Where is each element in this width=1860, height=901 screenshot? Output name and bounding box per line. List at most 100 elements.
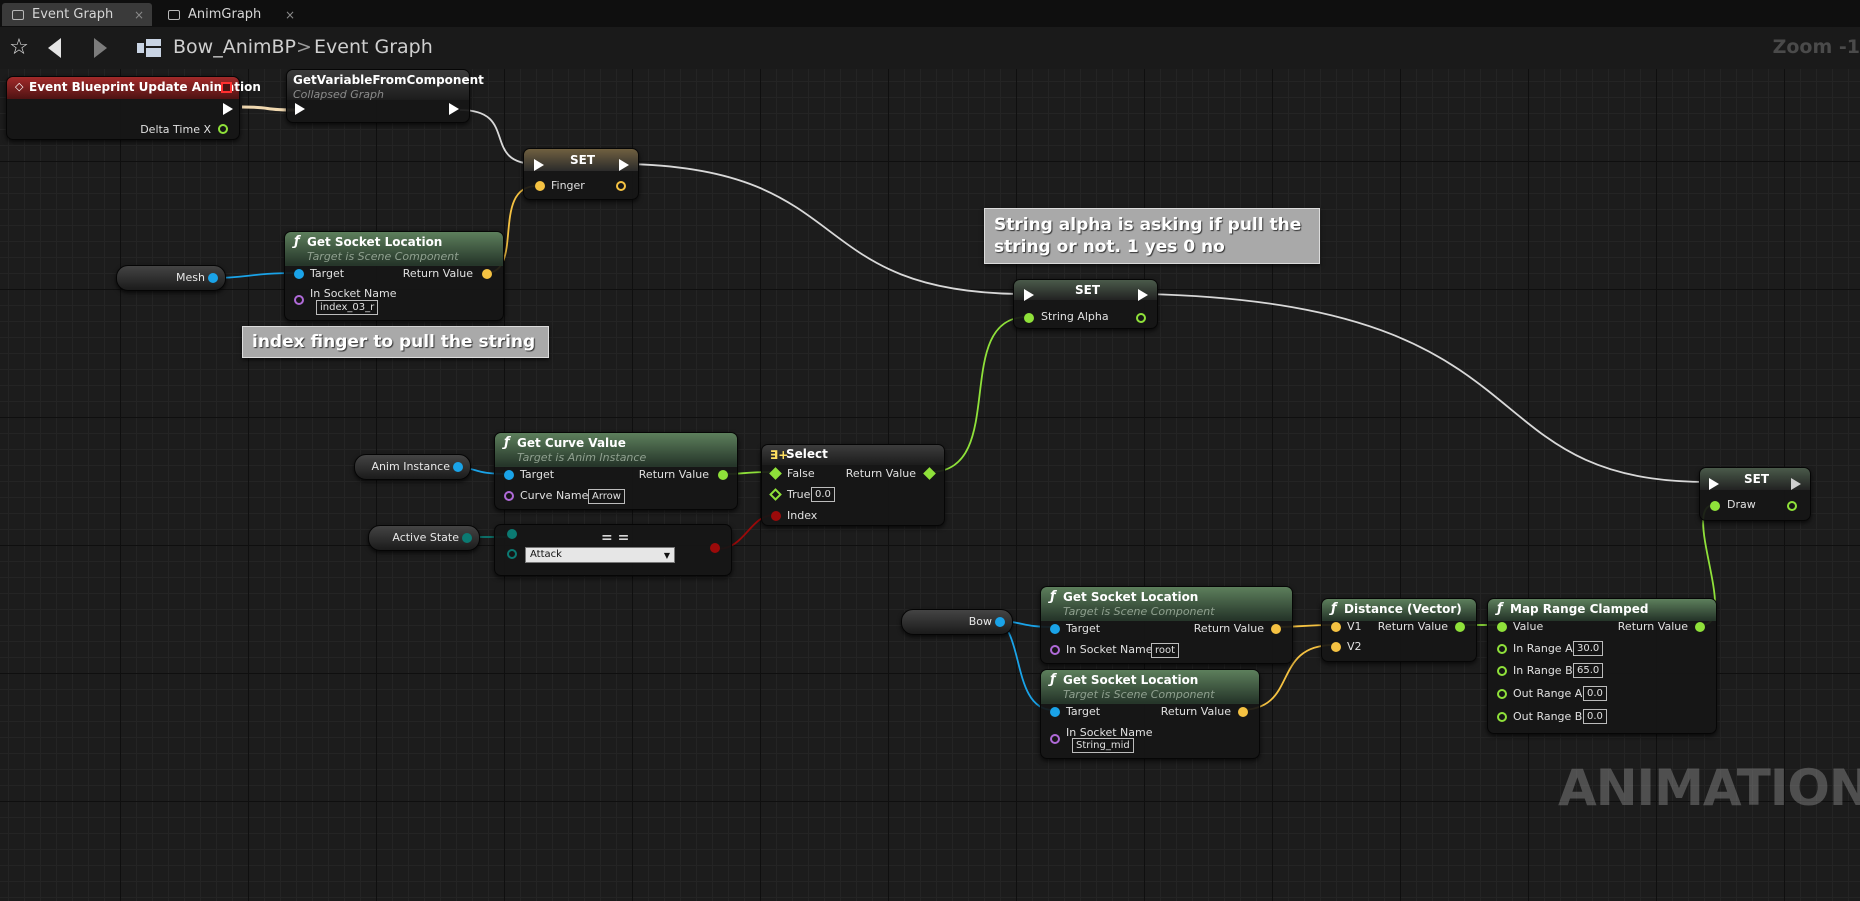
- node-select[interactable]: ∃+ Select False Return Value True 0.0 In…: [761, 444, 945, 526]
- graph-toolbar: ☆ Bow_AnimBP > Event Graph Zoom -1: [0, 27, 1860, 70]
- exec-out-pin[interactable]: [619, 159, 629, 171]
- variable-anim-instance[interactable]: Anim Instance: [354, 454, 471, 480]
- mesh-output-pin[interactable]: [208, 273, 218, 283]
- return-value-pin[interactable]: [1238, 707, 1248, 717]
- string-alpha-output-pin[interactable]: [1136, 313, 1146, 323]
- exec-in-pin[interactable]: [1709, 478, 1719, 490]
- zoom-level: Zoom -1: [1772, 36, 1860, 58]
- anim-instance-output-pin[interactable]: [453, 462, 463, 472]
- node-set-finger[interactable]: SET Finger: [523, 148, 639, 200]
- node-distance-vector[interactable]: ƒ Distance (Vector) V1 Return Value V2: [1321, 598, 1477, 662]
- comment-string-alpha[interactable]: String alpha is asking if pull the strin…: [984, 208, 1320, 264]
- animgraph-icon: [168, 9, 180, 20]
- back-arrow-icon[interactable]: [43, 35, 69, 61]
- node-header: SET: [1700, 468, 1810, 490]
- true-pin[interactable]: [769, 488, 782, 501]
- out-range-b-field[interactable]: 0.0: [1583, 709, 1607, 724]
- out-range-b-pin[interactable]: [1497, 712, 1507, 722]
- dropdown-arrow-icon: ▼: [663, 551, 670, 560]
- node-header: ∃+ Select: [762, 445, 944, 465]
- float-wire: [929, 316, 1028, 473]
- socket-name-field[interactable]: root: [1151, 643, 1180, 658]
- in-range-b-field[interactable]: 65.0: [1573, 663, 1604, 678]
- function-icon: ƒ: [1050, 672, 1056, 687]
- target-pin[interactable]: [294, 269, 304, 279]
- return-value-pin[interactable]: [1271, 624, 1281, 634]
- comment-index-finger[interactable]: index finger to pull the string: [242, 326, 549, 358]
- node-set-string-alpha[interactable]: SET String Alpha: [1013, 279, 1158, 329]
- equals-symbol: = =: [601, 530, 630, 546]
- node-get-socket-location-string-mid[interactable]: ƒ Get Socket Location Target is Scene Co…: [1040, 669, 1260, 759]
- out-range-a-pin[interactable]: [1497, 689, 1507, 699]
- node-set-draw[interactable]: SET Draw: [1699, 467, 1811, 521]
- out-range-a-field[interactable]: 0.0: [1583, 686, 1607, 701]
- exec-out-pin[interactable]: [449, 103, 459, 115]
- return-value-pin[interactable]: [923, 467, 936, 480]
- target-pin[interactable]: [1050, 707, 1060, 717]
- active-state-output-pin[interactable]: [462, 533, 472, 543]
- node-get-variable-from-component[interactable]: GetVariableFromComponent Collapsed Graph: [286, 69, 484, 123]
- exec-out-pin[interactable]: [1138, 289, 1148, 301]
- curve-name-field[interactable]: Arrow: [588, 489, 625, 504]
- return-value-pin[interactable]: [1695, 622, 1705, 632]
- draw-input-pin[interactable]: [1710, 501, 1720, 511]
- socket-name-pin[interactable]: [294, 295, 304, 305]
- socket-name-pin[interactable]: [1050, 645, 1060, 655]
- value-pin[interactable]: [1497, 622, 1507, 632]
- finger-output-pin[interactable]: [616, 181, 626, 191]
- target-pin[interactable]: [1050, 624, 1060, 634]
- finger-input-pin[interactable]: [535, 181, 545, 191]
- node-equal-enum[interactable]: = = Attack ▼: [494, 524, 732, 576]
- socket-name-field[interactable]: index_03_r: [316, 300, 379, 315]
- v2-pin[interactable]: [1331, 642, 1341, 652]
- exec-out-pin[interactable]: [223, 103, 233, 115]
- tab-bar: Event Graph × AnimGraph ×: [0, 0, 1860, 28]
- favorite-star-icon[interactable]: ☆: [9, 35, 29, 60]
- node-map-range-clamped[interactable]: ƒ Map Range Clamped Value Return Value I…: [1487, 598, 1717, 734]
- forward-arrow-icon[interactable]: [86, 35, 112, 61]
- true-value-field[interactable]: 0.0: [811, 487, 835, 502]
- bow-output-pin[interactable]: [995, 617, 1005, 627]
- return-value-pin[interactable]: [1455, 622, 1465, 632]
- return-value-pin[interactable]: [718, 470, 728, 480]
- target-pin[interactable]: [504, 470, 514, 480]
- breadcrumb-bow-animbp[interactable]: Bow_AnimBP: [173, 36, 297, 58]
- draw-output-pin[interactable]: [1787, 501, 1797, 511]
- close-icon[interactable]: ×: [133, 7, 144, 22]
- false-pin[interactable]: [769, 467, 782, 480]
- curve-name-pin[interactable]: [504, 491, 514, 501]
- tab-animgraph[interactable]: AnimGraph ×: [158, 3, 303, 26]
- bool-output-pin[interactable]: [710, 543, 720, 553]
- in-range-a-pin[interactable]: [1497, 644, 1507, 654]
- in-range-b-pin[interactable]: [1497, 666, 1507, 676]
- node-header: ◇ Event Blueprint Update Animation: [7, 77, 261, 99]
- delta-time-pin[interactable]: [218, 124, 228, 134]
- socket-name-field[interactable]: String_mid: [1072, 738, 1134, 753]
- node-header: GetVariableFromComponent Collapsed Graph: [287, 70, 484, 101]
- in-range-a-field[interactable]: 30.0: [1573, 641, 1604, 656]
- function-icon: ƒ: [1331, 601, 1337, 616]
- node-event-update-animation[interactable]: ◇ Event Blueprint Update Animation Delta…: [6, 76, 261, 140]
- node-get-curve-value[interactable]: ƒ Get Curve Value Target is Anim Instanc…: [494, 432, 738, 510]
- enum-a-pin[interactable]: [507, 529, 517, 539]
- exec-in-pin[interactable]: [1024, 289, 1034, 301]
- v1-pin[interactable]: [1331, 622, 1341, 632]
- variable-bow[interactable]: Bow: [901, 609, 1013, 635]
- graph-canvas[interactable]: String alpha is asking if pull the strin…: [0, 69, 1860, 901]
- exec-wire: [241, 105, 296, 112]
- variable-active-state[interactable]: Active State: [368, 525, 480, 551]
- exec-in-pin[interactable]: [295, 103, 305, 115]
- return-value-pin[interactable]: [482, 269, 492, 279]
- string-alpha-input-pin[interactable]: [1024, 313, 1034, 323]
- exec-in-pin[interactable]: [534, 159, 544, 171]
- socket-name-pin[interactable]: [1050, 734, 1060, 744]
- enum-dropdown[interactable]: Attack ▼: [525, 547, 675, 563]
- node-get-socket-location-root[interactable]: ƒ Get Socket Location Target is Scene Co…: [1040, 586, 1293, 664]
- close-icon[interactable]: ×: [284, 7, 295, 22]
- exec-out-pin[interactable]: [1791, 478, 1801, 490]
- enum-b-pin[interactable]: [507, 549, 517, 559]
- node-get-socket-location-mesh[interactable]: ƒ Get Socket Location Target is Scene Co…: [284, 231, 504, 321]
- index-pin[interactable]: [771, 511, 781, 521]
- variable-mesh[interactable]: Mesh: [116, 265, 226, 291]
- tab-event-graph[interactable]: Event Graph ×: [2, 3, 152, 26]
